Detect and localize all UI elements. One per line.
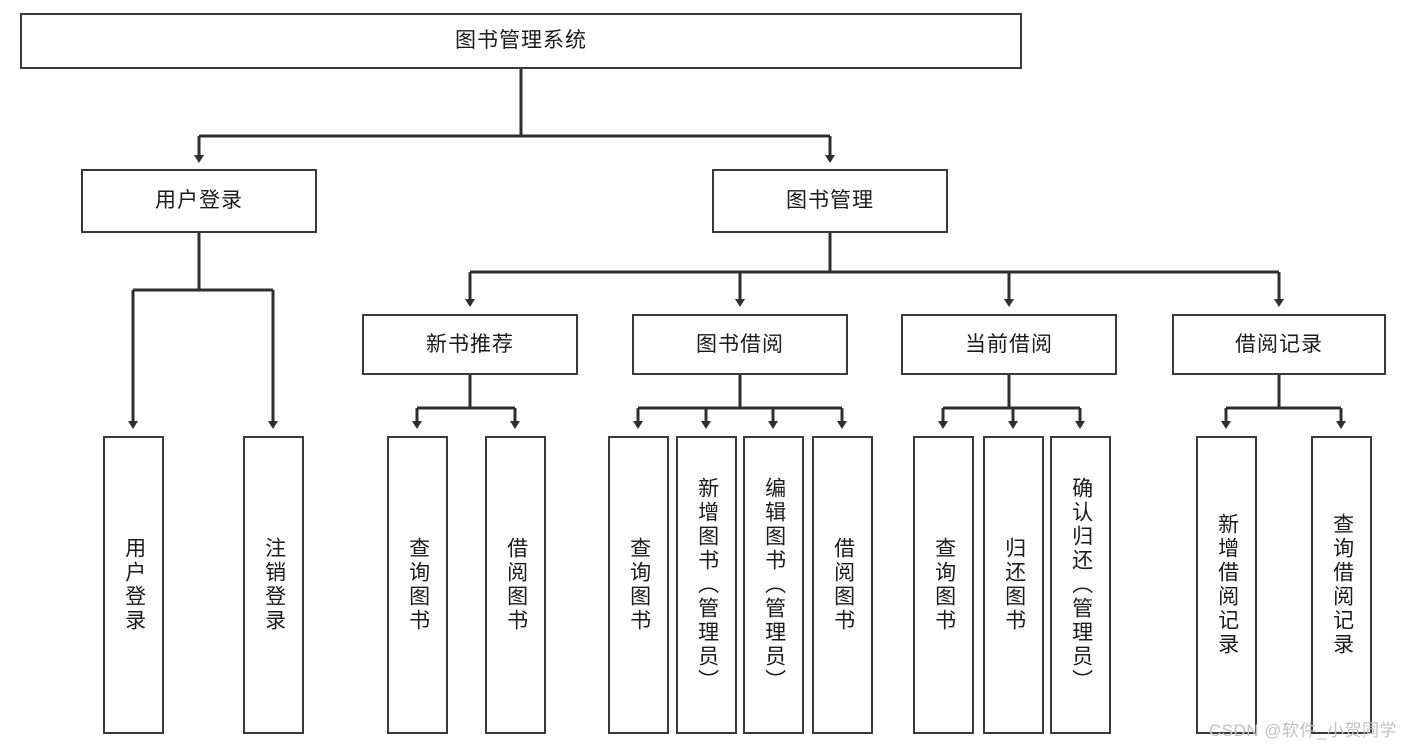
watermark: CSDN @软件_小贺同学 xyxy=(1208,721,1397,740)
node-borrow-record[interactable]: 借阅记录 xyxy=(1172,314,1386,375)
node-new-book-recommend[interactable]: 新书推荐 xyxy=(362,314,578,375)
node-book-borrow-label: 图书借阅 xyxy=(696,332,784,356)
leaf-label: 查询图书 xyxy=(932,537,956,633)
leaf-label: 确认归还（管理员） xyxy=(1069,477,1093,693)
leaf-label: 编辑图书（管理员） xyxy=(762,477,786,693)
node-book-management-label: 图书管理 xyxy=(786,189,874,213)
node-current-borrow[interactable]: 当前借阅 xyxy=(901,314,1117,375)
leaf-label: 归还图书 xyxy=(1002,537,1026,633)
node-root-label: 图书管理系统 xyxy=(455,29,587,53)
node-user-login[interactable]: 用户登录 xyxy=(81,169,317,233)
leaf-label: 新增图书（管理员） xyxy=(695,477,719,693)
node-user-login-label: 用户登录 xyxy=(155,189,243,213)
leaf-label: 查询借阅记录 xyxy=(1330,513,1354,657)
leaf-label: 用户登录 xyxy=(122,537,146,633)
node-current-borrow-label: 当前借阅 xyxy=(965,332,1053,356)
leaf-user-login-logout[interactable]: 注销登录 xyxy=(243,436,304,734)
node-borrow-record-label: 借阅记录 xyxy=(1235,332,1323,356)
leaf-label: 注销登录 xyxy=(262,537,286,633)
leaf-recommend-query-book[interactable]: 查询图书 xyxy=(387,436,448,734)
node-book-borrow[interactable]: 图书借阅 xyxy=(632,314,848,375)
node-new-book-recommend-label: 新书推荐 xyxy=(426,332,514,356)
leaf-current-query-book[interactable]: 查询图书 xyxy=(913,436,974,734)
leaf-label: 查询图书 xyxy=(627,537,651,633)
leaf-label: 查询图书 xyxy=(406,537,430,633)
node-book-management[interactable]: 图书管理 xyxy=(712,169,948,233)
leaf-label: 借阅图书 xyxy=(831,537,855,633)
leaf-user-login-login[interactable]: 用户登录 xyxy=(103,436,164,734)
leaf-current-confirm-return[interactable]: 确认归还（管理员） xyxy=(1050,436,1111,734)
leaf-record-query-record[interactable]: 查询借阅记录 xyxy=(1311,436,1372,734)
leaf-borrow-borrow-book[interactable]: 借阅图书 xyxy=(812,436,873,734)
leaf-record-add-record[interactable]: 新增借阅记录 xyxy=(1196,436,1257,734)
leaf-borrow-add-book[interactable]: 新增图书（管理员） xyxy=(676,436,737,734)
node-root[interactable]: 图书管理系统 xyxy=(20,13,1022,69)
leaf-label: 借阅图书 xyxy=(504,537,528,633)
leaf-current-return-book[interactable]: 归还图书 xyxy=(983,436,1044,734)
leaf-recommend-borrow-book[interactable]: 借阅图书 xyxy=(485,436,546,734)
leaf-borrow-edit-book[interactable]: 编辑图书（管理员） xyxy=(743,436,804,734)
leaf-borrow-query-book[interactable]: 查询图书 xyxy=(608,436,669,734)
leaf-label: 新增借阅记录 xyxy=(1215,513,1239,657)
